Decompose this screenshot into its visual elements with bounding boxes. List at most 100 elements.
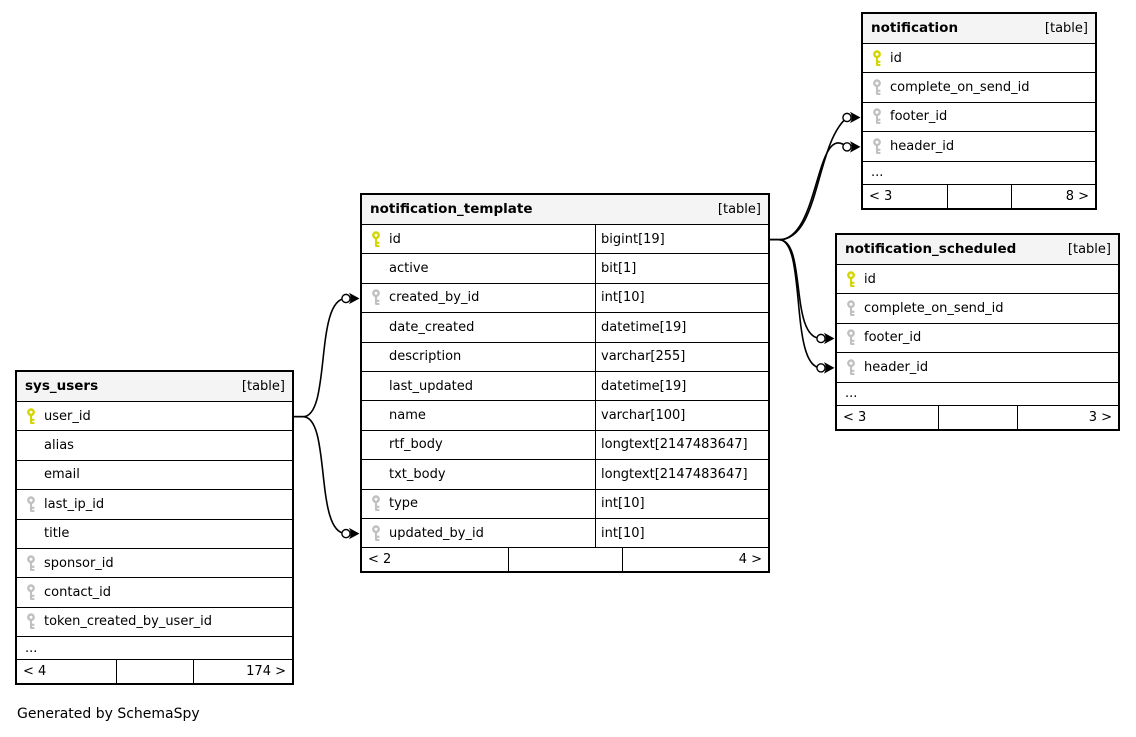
column-name: rtf_body (389, 438, 443, 452)
table-name: notification_scheduled (845, 240, 1017, 257)
footer-middle-cell (946, 184, 1012, 208)
relationship-line-sys_users.user_id->notification_template.updated_by_id (294, 415, 347, 535)
column-name: id (389, 232, 401, 246)
column-row-type: type int[10] (362, 489, 768, 519)
column-name: description (389, 350, 462, 364)
foreign-key-arrowhead (349, 527, 360, 540)
column-row-footer_id: footer_id (863, 103, 1095, 133)
table-name: notification_template (370, 200, 533, 217)
column-name: active (389, 262, 429, 276)
column-name: contact_id (44, 586, 112, 600)
table-name: notification (871, 19, 959, 36)
column-name: last_updated (389, 379, 474, 393)
column-name: type (389, 497, 419, 511)
column-row-id: id (863, 44, 1095, 74)
zero-or-many-circle (842, 112, 852, 123)
foreign-key-icon (17, 554, 44, 572)
column-row-description: description varchar[255] (362, 342, 768, 372)
foreign-key-icon (863, 138, 890, 155)
column-type: datetime[19] (595, 313, 768, 342)
column-type: int[10] (595, 489, 768, 518)
column-name: complete_on_send_id (890, 81, 1030, 95)
column-row-complete_on_send_id: complete_on_send_id (837, 294, 1118, 324)
zero-or-many-circle (341, 528, 351, 539)
foreign-key-icon (362, 524, 389, 542)
column-type: int[10] (595, 518, 768, 548)
column-name: token_created_by_user_id (44, 615, 213, 629)
foreign-key-icon (362, 289, 389, 306)
foreign-key-icon (837, 359, 864, 376)
table-badge: [table] (241, 379, 285, 394)
ellipsis-row: ... (17, 637, 292, 661)
column-name: last_ip_id (44, 497, 105, 511)
footer-rows-count: 8 > (1011, 184, 1095, 208)
column-name: date_created (389, 320, 475, 334)
column-type: longtext[2147483647] (595, 460, 768, 489)
column-name: txt_body (389, 467, 446, 481)
column-name: footer_id (890, 110, 948, 124)
column-row-date_created: date_created datetime[19] (362, 313, 768, 343)
foreign-key-icon (17, 613, 44, 630)
column-name: user_id (44, 409, 91, 423)
table-node-notification_scheduled[interactable]: notification_scheduled [table] id complete_… (835, 233, 1120, 431)
relationship-line-sys_users.user_id->notification_template.created_by_id (294, 297, 347, 418)
foreign-key-arrowhead (349, 292, 360, 305)
relationship-line-notification_template.id->notification_scheduled.footer_id (770, 238, 822, 340)
column-row-last_ip_id: last_ip_id (17, 490, 292, 520)
table-footer: < 3 8 > (863, 184, 1095, 208)
foreign-key-icon (837, 300, 864, 317)
column-name: alias (44, 439, 74, 453)
foreign-key-arrowhead (824, 362, 835, 374)
column-row-id: id (837, 265, 1118, 295)
primary-key-icon (362, 230, 389, 248)
primary-key-icon (837, 270, 864, 288)
column-row-header_id: header_id (863, 132, 1095, 162)
column-name: footer_id (864, 331, 922, 345)
foreign-key-arrowhead (850, 111, 861, 124)
table-header: notification_template[table] (362, 195, 768, 225)
column-type: varchar[255] (595, 342, 768, 371)
column-name: complete_on_send_id (864, 302, 1004, 316)
footer-rows-count: 3 > (1016, 405, 1118, 429)
column-name: name (389, 409, 426, 423)
zero-or-many-circle (816, 363, 826, 373)
column-row-header_id: header_id (837, 353, 1118, 383)
column-row-token_created_by_user_id: token_created_by_user_id (17, 608, 292, 638)
table-header: notification_scheduled [table] (837, 235, 1118, 265)
column-row-footer_id: footer_id (837, 324, 1118, 354)
column-row-alias: alias (17, 431, 292, 461)
footer-parents-count: < 4 (23, 664, 47, 680)
column-name: email (44, 468, 80, 482)
column-name: id (864, 272, 876, 286)
table-badge: [table] (1067, 242, 1111, 257)
ellipsis-row: ... (837, 383, 1118, 406)
column-row-txt_body: txt_body longtext[2147483647] (362, 460, 768, 490)
footer-parents-count: < 2 (368, 552, 392, 568)
generated-by-note: Generated by SchemaSpy (17, 706, 200, 722)
ellipsis-row: ... (863, 162, 1095, 185)
footer-middle-cell (116, 660, 193, 684)
foreign-key-arrowhead (850, 141, 861, 153)
footer-parents-count: < 3 (869, 188, 893, 204)
foreign-key-icon (837, 329, 864, 346)
zero-or-many-circle (341, 293, 351, 304)
table-header: sys_users [table] (17, 372, 292, 402)
relationship-line-notification_template.id->notification.footer_id (770, 116, 848, 241)
table-name: sys_users (25, 377, 99, 394)
column-row-sponsor_id: sponsor_id (17, 549, 292, 579)
column-name: header_id (864, 360, 929, 374)
foreign-key-icon (863, 108, 890, 125)
